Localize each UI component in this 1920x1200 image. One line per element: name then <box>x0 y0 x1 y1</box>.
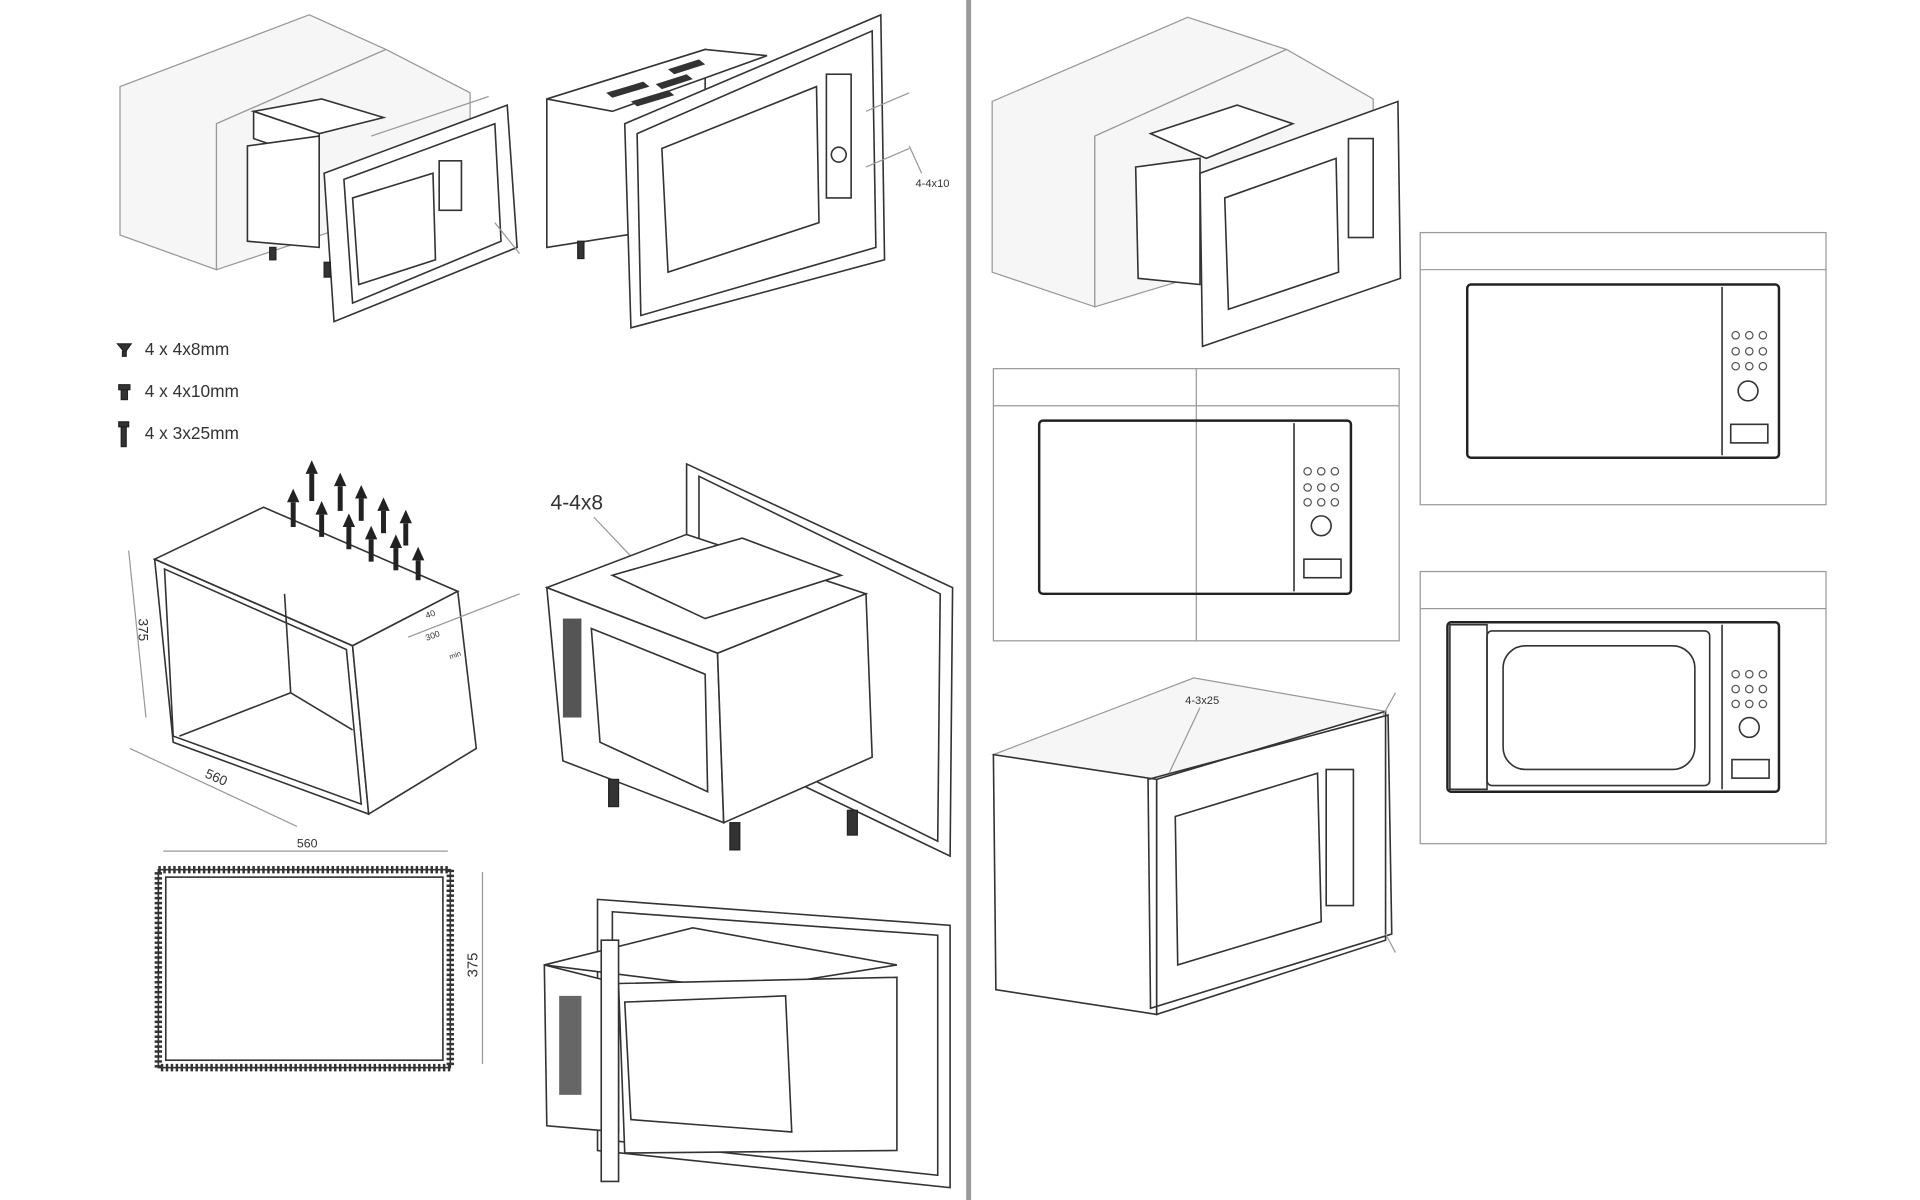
dimension-depth-min: min <box>448 649 462 662</box>
dimension-depth-300: 300 <box>424 628 441 642</box>
figure-final-install-3x25: 4-3x25 <box>990 677 1397 1016</box>
screw-label-4x8: 4-4x8 <box>551 492 604 515</box>
screw-legend: 4 x 4x8mm 4 x 4x10mm 4 x 3x25mm <box>116 339 239 448</box>
dimension-height: 375 <box>136 619 151 642</box>
dimension-width: 560 <box>203 766 230 789</box>
figure-microwave-top-plate: 4-4x8 <box>544 462 954 858</box>
figure-front-view-centered <box>1419 231 1827 506</box>
figure-front-view-left <box>992 368 1400 642</box>
figure-cabinet-frame-assembly <box>119 14 521 323</box>
dimension-cutout-width: 560 <box>297 836 318 850</box>
figure-cutout: 560 375 <box>154 836 484 1072</box>
figure-microwave-in-frame <box>543 898 951 1189</box>
pan-head-screw-icon <box>118 384 131 401</box>
screw-label-3x25: 4-3x25 <box>1185 695 1219 707</box>
figure-door-open-view <box>1419 570 1827 845</box>
dimension-cutout-height: 375 <box>466 953 482 978</box>
figure-cabinet-dimensions: 375 560 40 300 min <box>128 460 520 827</box>
legend-item-4x10: 4 x 4x10mm <box>145 381 239 401</box>
long-screw-icon <box>118 421 130 448</box>
figure-microwave-frame-screws: 4-4x10 <box>546 13 949 329</box>
ventilation-arrows <box>287 460 425 581</box>
figure-right-insert <box>991 16 1402 348</box>
legend-item-4x8: 4 x 4x8mm <box>145 339 230 359</box>
countersunk-screw-icon <box>116 343 133 357</box>
dimension-depth-40: 40 <box>424 608 437 621</box>
screw-label-4x10: 4-4x10 <box>915 178 949 190</box>
page-divider <box>966 0 972 1200</box>
legend-item-3x25: 4 x 3x25mm <box>145 423 239 443</box>
